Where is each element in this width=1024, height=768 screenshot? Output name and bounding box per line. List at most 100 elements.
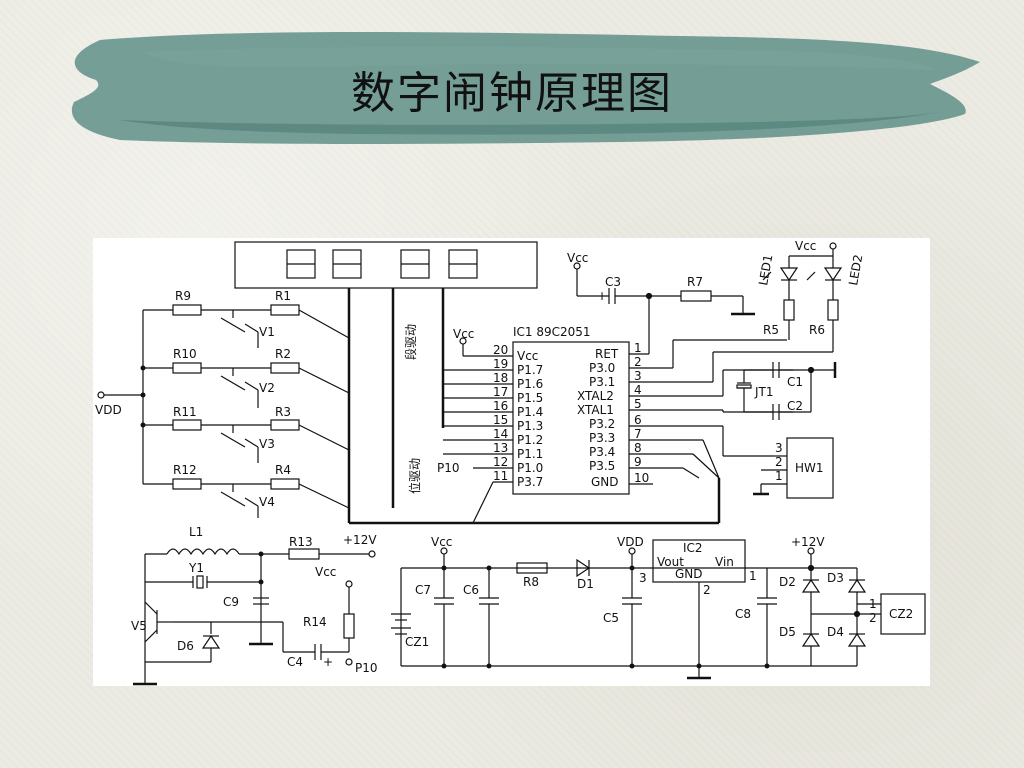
component-label: C3 — [605, 275, 621, 289]
component-label: 1 — [775, 469, 783, 483]
component-label: + — [597, 289, 607, 303]
component-label: 8 — [634, 441, 642, 455]
component-label: C4 — [287, 655, 303, 669]
component-label: Vcc — [453, 327, 474, 341]
component-label: 20 — [493, 343, 508, 357]
component-label: P1.3 — [517, 419, 543, 433]
component-label: P3.5 — [589, 459, 615, 473]
component-label: R2 — [275, 347, 291, 361]
driver-row-3 — [143, 419, 350, 463]
digit-drive-label: 位驱动 — [407, 458, 422, 494]
component-label: 1 — [749, 569, 757, 583]
component-label: Vcc — [431, 535, 452, 549]
component-label: 7 — [634, 427, 642, 441]
component-label: + — [323, 655, 333, 669]
component-label: Vin — [715, 555, 734, 569]
component-label: C8 — [735, 607, 751, 621]
component-label: 11 — [493, 469, 508, 483]
component-label: V4 — [259, 495, 275, 509]
page-title: 数字闹钟原理图 — [351, 68, 673, 119]
component-label: P1.2 — [517, 433, 543, 447]
component-label: VDD — [617, 535, 644, 549]
component-label: HW1 — [795, 461, 824, 475]
component-label: 19 — [493, 357, 508, 371]
component-label: R11 — [173, 405, 197, 419]
component-label: C1 — [787, 375, 803, 389]
component-label: Vcc — [567, 251, 588, 265]
component-label: R12 — [173, 463, 197, 477]
component-label: CZ1 — [405, 635, 429, 649]
component-label: D1 — [577, 577, 594, 591]
component-label: P1.1 — [517, 447, 543, 461]
component-label: P1.5 — [517, 391, 543, 405]
component-label: Y1 — [188, 561, 204, 575]
component-label: Vcc — [315, 565, 336, 579]
component-label: V5 — [131, 619, 147, 633]
component-label: 17 — [493, 385, 508, 399]
component-label: D5 — [779, 625, 796, 639]
component-label: R8 — [523, 575, 539, 589]
component-label: V2 — [259, 381, 275, 395]
component-label: IC2 — [683, 541, 703, 555]
component-label: 9 — [634, 455, 642, 469]
component-label: 2 — [703, 583, 711, 597]
component-label: 2 — [869, 611, 877, 625]
component-label: P3.0 — [589, 361, 615, 375]
component-label: C9 — [223, 595, 239, 609]
component-label: JT1 — [754, 385, 774, 399]
alarm-clock-schematic: 段驱动 位驱动 R9 R1 V1 R10 R2 V2 R11 R3 V3 R12… — [93, 238, 930, 686]
component-label: R1 — [275, 289, 291, 303]
component-label: R9 — [175, 289, 191, 303]
component-label: 6 — [634, 413, 642, 427]
component-label: 10 — [634, 471, 649, 485]
component-label: P3.3 — [589, 431, 615, 445]
component-label: V3 — [259, 437, 275, 451]
title-banner — [71, 32, 980, 144]
ic1-right-pins — [629, 296, 834, 485]
component-label: R3 — [275, 405, 291, 419]
seven-segment-display — [234, 241, 538, 289]
component-label: 3 — [634, 369, 642, 383]
component-label: 5 — [634, 397, 642, 411]
component-label: D2 — [779, 575, 796, 589]
component-label: 1 — [634, 341, 642, 355]
component-label: Vcc — [795, 239, 816, 253]
component-label: P10 — [355, 661, 378, 675]
component-label: P1.4 — [517, 405, 543, 419]
component-label: D6 — [177, 639, 194, 653]
component-label: P1.7 — [517, 363, 543, 377]
component-label: D4 — [827, 625, 844, 639]
component-label: GND — [591, 475, 619, 489]
component-label: 2 — [775, 455, 783, 469]
component-label: R5 — [763, 323, 779, 337]
component-label: LED1 — [756, 253, 775, 286]
component-label: P3.1 — [589, 375, 615, 389]
component-label: R4 — [275, 463, 291, 477]
component-label: 16 — [493, 399, 508, 413]
component-label: XTAL2 — [577, 389, 614, 403]
component-label: XTAL1 — [577, 403, 614, 417]
component-label: 12 — [493, 455, 508, 469]
component-label: +12V — [791, 535, 825, 549]
component-label: C7 — [415, 583, 431, 597]
ic1-left-pins — [443, 355, 513, 524]
component-label: 4 — [634, 383, 642, 397]
driver-row-1 — [143, 304, 350, 348]
component-label: Vcc — [517, 349, 538, 363]
component-label: CZ2 — [889, 607, 913, 621]
component-label: Vout — [657, 555, 684, 569]
component-label: 13 — [493, 441, 508, 455]
component-label: RET — [595, 347, 619, 361]
component-label: 3 — [775, 441, 783, 455]
component-label: 15 — [493, 413, 508, 427]
component-label: C2 — [787, 399, 803, 413]
component-label: +12V — [343, 533, 377, 547]
component-label: 2 — [634, 355, 642, 369]
component-label: 1 — [869, 597, 877, 611]
component-label: LED2 — [846, 253, 865, 286]
driver-row-4 — [143, 478, 350, 518]
component-label: P10 — [437, 461, 460, 475]
component-label: P1.6 — [517, 377, 543, 391]
